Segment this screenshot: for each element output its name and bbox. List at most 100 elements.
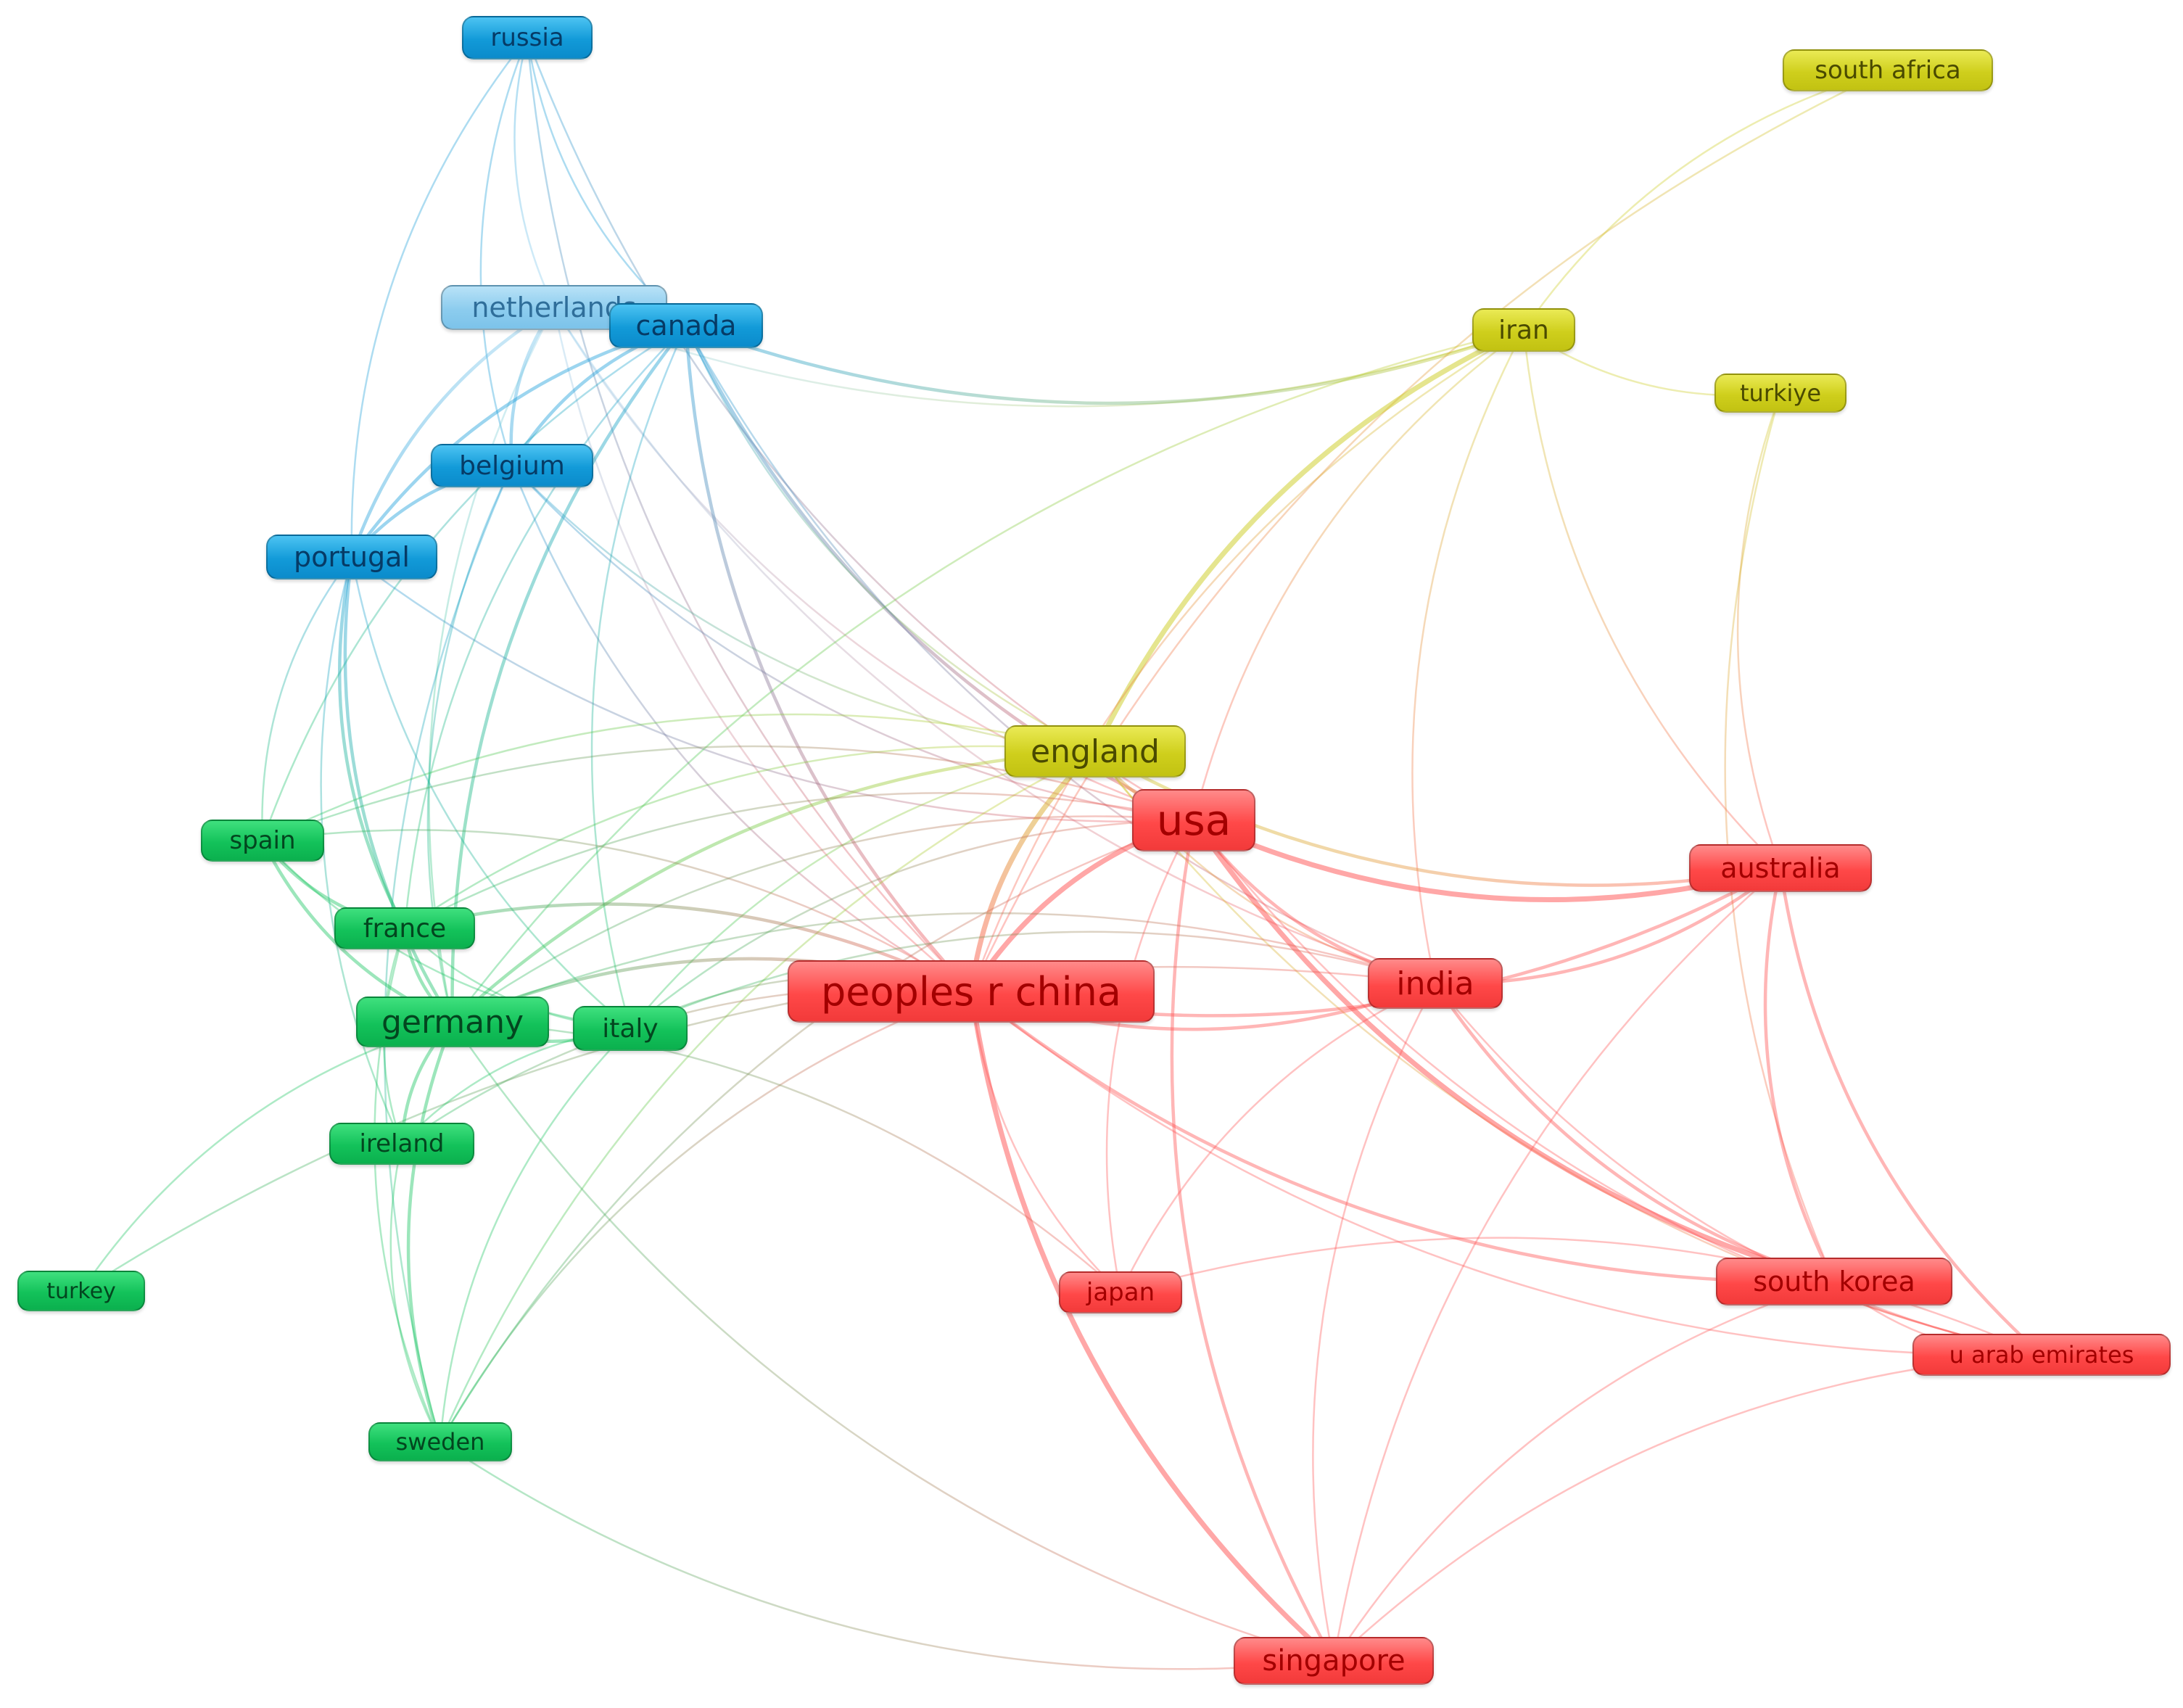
node-turkiye[interactable]: turkiye (1714, 374, 1846, 413)
node-label-portugal: portugal (294, 541, 410, 573)
link-canada-india (685, 324, 1437, 985)
link-uae-singapore (1332, 1353, 2043, 1662)
node-singapore[interactable]: singapore (1234, 1637, 1434, 1685)
link-turkiye-south-korea (1724, 392, 1836, 1283)
node-label-iran: iran (1498, 315, 1549, 345)
link-portugal-usa (350, 556, 1195, 823)
node-label-singapore: singapore (1262, 1644, 1406, 1678)
node-germany[interactable]: germany (356, 997, 549, 1047)
link-netherlands-india (553, 306, 1437, 985)
node-usa[interactable]: usa (1132, 789, 1255, 851)
link-japan-germany (451, 1020, 1122, 1294)
link-netherlands-portugal (350, 305, 556, 559)
link-germany-singapore (451, 1020, 1335, 1662)
node-peoples-r-china[interactable]: peoples r china (788, 960, 1155, 1023)
link-usa-south-korea (1191, 817, 1837, 1284)
link-usa-france (403, 792, 1195, 930)
link-usa-japan (1105, 819, 1195, 1294)
link-turkiye-australia (1736, 392, 1782, 870)
link-russia-usa (526, 36, 1195, 822)
link-india-germany (451, 912, 1437, 1023)
node-u-arab-emirates[interactable]: u arab emirates (1912, 1334, 2171, 1376)
node-south-africa[interactable]: south africa (1783, 49, 1993, 91)
node-label-ireland: ireland (359, 1129, 445, 1158)
link-russia-netherlands (513, 36, 556, 309)
link-england-germany (450, 749, 1097, 1024)
link-china-sweden (439, 990, 973, 1443)
node-label-germany: germany (381, 1003, 524, 1041)
node-label-sweden: sweden (395, 1428, 485, 1456)
link-canada-england (685, 324, 1097, 753)
link-china-singapore (968, 989, 1337, 1664)
node-italy[interactable]: italy (573, 1006, 688, 1051)
link-italy-sweden (439, 1027, 632, 1443)
link-england-france (403, 745, 1097, 930)
node-label-south-korea: south korea (1753, 1266, 1915, 1297)
link-china-spain (261, 829, 973, 993)
node-portugal[interactable]: portugal (266, 535, 437, 579)
link-usa-uae (1192, 819, 2043, 1356)
link-netherlands-china (553, 306, 973, 993)
link-canada-china (684, 323, 973, 994)
link-england-india (1094, 750, 1437, 985)
link-usa-italy (629, 819, 1195, 1030)
link-usa-spain (261, 745, 1195, 842)
link-usa-sweden (439, 819, 1195, 1443)
link-russia-portugal (350, 36, 529, 558)
link-iran-england (1092, 327, 1527, 754)
link-canada-italy (590, 324, 688, 1030)
node-label-japan: japan (1086, 1278, 1155, 1307)
link-south-africa-iran (1522, 69, 1889, 331)
link-portugal-ireland (320, 556, 403, 1145)
node-label-france: france (363, 913, 447, 944)
node-label-india: india (1396, 965, 1474, 1002)
node-australia[interactable]: australia (1689, 844, 1872, 892)
link-belgium-usa (511, 464, 1195, 822)
node-south-korea[interactable]: south korea (1716, 1258, 1952, 1305)
node-spain[interactable]: spain (201, 820, 324, 862)
link-iran-germany (451, 329, 1525, 1023)
node-russia[interactable]: russia (462, 16, 593, 59)
node-belgium[interactable]: belgium (431, 444, 593, 487)
node-label-peoples-r-china: peoples r china (821, 968, 1121, 1015)
node-label-spain: spain (229, 826, 296, 855)
node-label-usa: usa (1156, 796, 1231, 845)
node-turkey[interactable]: turkey (17, 1271, 145, 1311)
link-india-italy (629, 931, 1437, 1030)
link-india-south-korea (1433, 981, 1836, 1284)
link-india-uae (1434, 982, 2043, 1356)
link-china-france (403, 902, 973, 994)
link-england-china (968, 748, 1098, 994)
node-label-south-africa: south africa (1815, 56, 1961, 85)
link-portugal-spain (261, 556, 353, 842)
node-label-netherlands: netherlands (471, 292, 637, 323)
link-ireland-sweden (389, 1142, 442, 1443)
link-australia-south-korea (1763, 866, 1836, 1284)
link-canada-portugal (350, 323, 688, 559)
node-japan[interactable]: japan (1059, 1271, 1182, 1313)
node-label-canada: canada (635, 310, 737, 342)
node-france[interactable]: france (334, 907, 475, 949)
node-iran[interactable]: iran (1472, 308, 1575, 352)
link-australia-singapore (1332, 867, 1782, 1662)
node-label-turkey: turkey (46, 1278, 116, 1304)
node-label-u-arab-emirates: u arab emirates (1949, 1341, 2134, 1369)
node-label-england: england (1031, 733, 1160, 770)
link-germany-sweden (406, 1020, 455, 1444)
link-portugal-italy (350, 556, 632, 1030)
node-india[interactable]: india (1368, 958, 1503, 1009)
link-russia-belgium (479, 36, 529, 467)
link-russia-canada (526, 36, 688, 327)
node-sweden[interactable]: sweden (368, 1422, 512, 1461)
link-portugal-france (337, 555, 407, 931)
node-canada[interactable]: canada (609, 303, 763, 348)
link-australia-uae (1778, 866, 2044, 1357)
node-england[interactable]: england (1004, 725, 1186, 777)
link-usa-germany (451, 815, 1195, 1023)
link-india-singapore (1312, 982, 1437, 1662)
node-netherlands[interactable]: netherlands (441, 285, 667, 330)
link-iran-australia (1522, 329, 1782, 870)
link-russia-china (526, 36, 973, 993)
node-ireland[interactable]: ireland (329, 1123, 474, 1165)
